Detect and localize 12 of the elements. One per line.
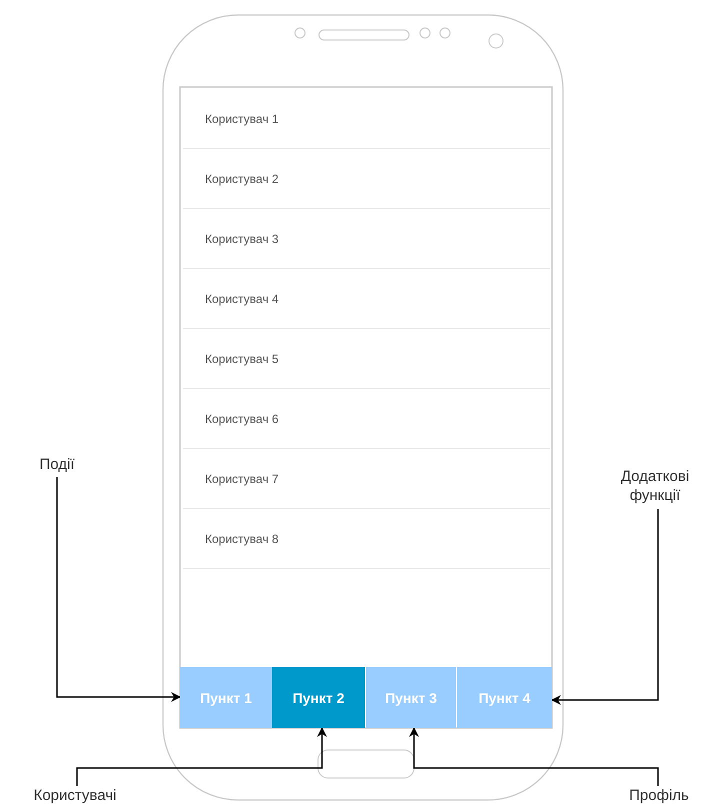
nav-tab: Пункт 1 (180, 667, 272, 728)
callout-label: Профіль (606, 786, 712, 805)
nav-tab: Пункт 2 (272, 667, 365, 728)
callout-label: Події (20, 455, 94, 474)
callout-label: Користувачі (0, 786, 150, 805)
nav-tab: Пункт 3 (366, 667, 456, 728)
arrow (409, 727, 659, 786)
callout-label: Додаткові функції (598, 467, 712, 505)
arrow (76, 727, 327, 786)
nav-tab: Пункт 4 (457, 667, 552, 728)
arrow (551, 509, 659, 705)
arrow (56, 477, 181, 702)
